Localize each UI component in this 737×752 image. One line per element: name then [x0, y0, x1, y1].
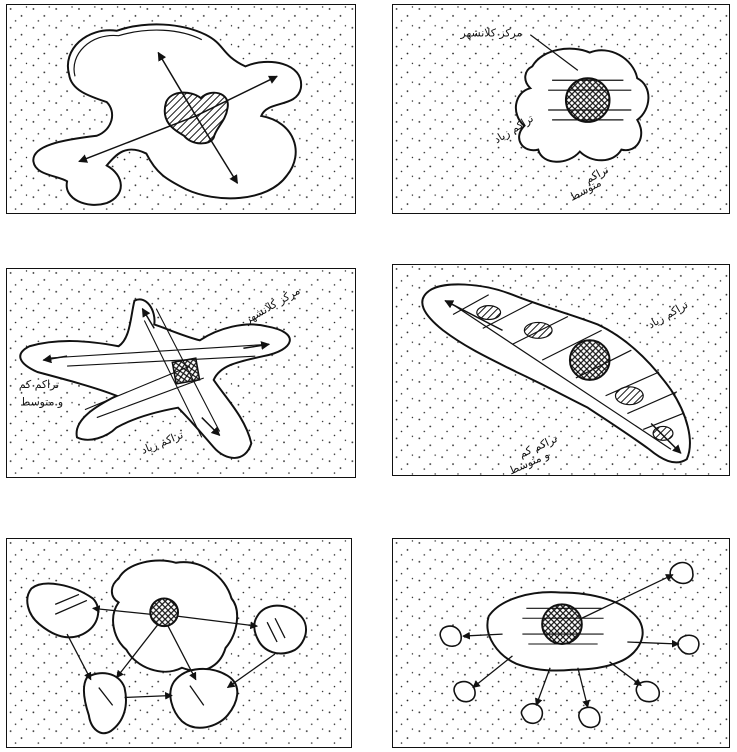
panel-star: مرکز کلانشهر تراکم کم و متوسط تراکم زیاد — [6, 268, 356, 478]
label-low-density-2: و متوسط — [20, 396, 63, 409]
sub-center — [615, 387, 643, 405]
city-core — [570, 340, 610, 380]
panel-satellite — [392, 538, 730, 748]
panel-concentric: مرکز کلانشهر تراکم زیاد تراکم متوسط — [392, 4, 730, 214]
panel-polycentric — [6, 538, 352, 748]
sub-center — [477, 306, 501, 320]
city-core — [566, 78, 610, 122]
panel-linear: تراکم زیاد تراکم کم و متوسط — [392, 264, 730, 476]
label-low-density-1: تراکم کم — [19, 378, 59, 391]
city-core — [172, 358, 199, 384]
city-core — [542, 604, 582, 644]
label-metropolis-center: مرکز کلانشهر — [459, 27, 522, 40]
sub-center — [524, 322, 552, 338]
city-core — [150, 598, 178, 626]
panel-sprawl-arrows — [6, 4, 356, 214]
